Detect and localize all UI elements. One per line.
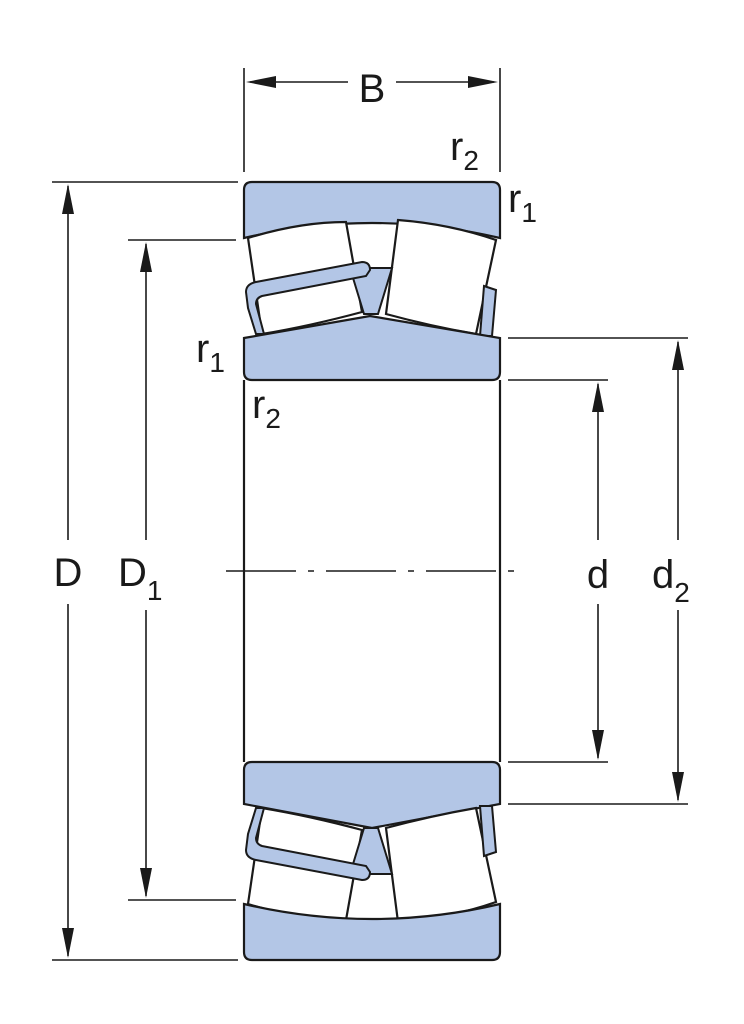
guide-ring-top — [348, 267, 394, 315]
label-D1: D1 — [118, 551, 162, 606]
dimension-D1: D1 — [118, 242, 162, 898]
arrow-d2-bottom — [672, 772, 684, 802]
label-r1-top-right: r1 — [508, 177, 537, 228]
label-D: D — [54, 551, 83, 595]
arrow-B-right — [468, 76, 498, 88]
arrow-d-bottom — [592, 730, 604, 760]
cage-bottom-right — [478, 805, 498, 858]
outer-ring-bottom — [242, 902, 502, 962]
label-d2: d2 — [652, 553, 690, 608]
label-r2-top-right: r2 — [450, 125, 479, 176]
arrow-d2-top — [672, 340, 684, 370]
inner-ring-top — [242, 314, 502, 382]
cage-top-right — [478, 284, 498, 337]
dimension-D: D — [54, 184, 83, 958]
roller-top-right — [384, 218, 498, 336]
dimension-d: d — [587, 382, 609, 760]
dimension-d2: d2 — [652, 340, 690, 802]
arrow-D1-bottom — [140, 868, 152, 898]
arrow-D1-top — [140, 242, 152, 272]
cage-bottom — [244, 807, 372, 882]
label-r2-inner-left: r2 — [252, 383, 281, 434]
roller-bottom-right — [384, 806, 498, 924]
arrow-B-left — [246, 76, 276, 88]
dimension-B: B — [246, 67, 498, 111]
label-d: d — [587, 553, 609, 597]
arrow-D-top — [62, 184, 74, 214]
cage-top — [244, 260, 372, 335]
top-half — [242, 180, 502, 382]
extension-lines — [52, 68, 688, 961]
label-B: B — [359, 67, 386, 111]
label-r1-inner-left: r1 — [196, 327, 225, 378]
guide-ring-bottom — [348, 827, 394, 875]
arrow-d-top — [592, 382, 604, 412]
arrow-D-bottom — [62, 928, 74, 958]
bottom-half — [242, 760, 502, 962]
